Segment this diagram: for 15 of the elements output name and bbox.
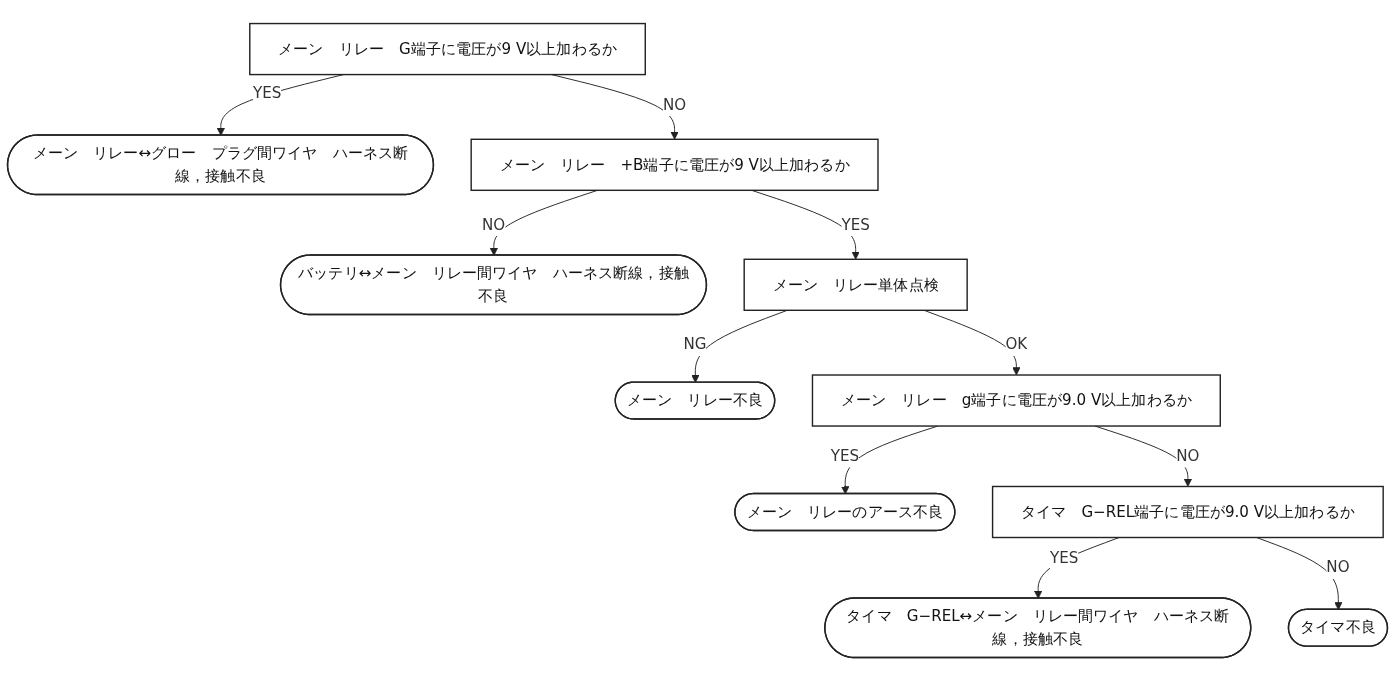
edge-label: YES — [830, 446, 860, 465]
edge-label: YES — [252, 83, 282, 102]
edge-label: NO — [662, 95, 687, 114]
edge-label: YES — [841, 215, 870, 234]
edge-label: NO — [481, 215, 506, 234]
node-box: メーン リレー単体点検 — [743, 258, 968, 311]
node-box: メーン リレー g端子に電圧が9.0 V以上加わるか — [811, 374, 1221, 427]
edge-label: NO — [1326, 558, 1350, 577]
edge-label: YES — [1049, 548, 1079, 567]
node-box: タイマ G−REL端子に電圧が9.0 V以上加わるか — [991, 485, 1384, 539]
node-box: メーン リレー G端子に電圧が9 V以上加わるか — [249, 22, 646, 76]
node-box: メーン リレー +B端子に電圧が9 V以上加わるか — [470, 138, 879, 191]
edge-label: NO — [1176, 446, 1200, 465]
edge-label: OK — [1005, 335, 1028, 354]
edge-label: NG — [683, 335, 707, 354]
